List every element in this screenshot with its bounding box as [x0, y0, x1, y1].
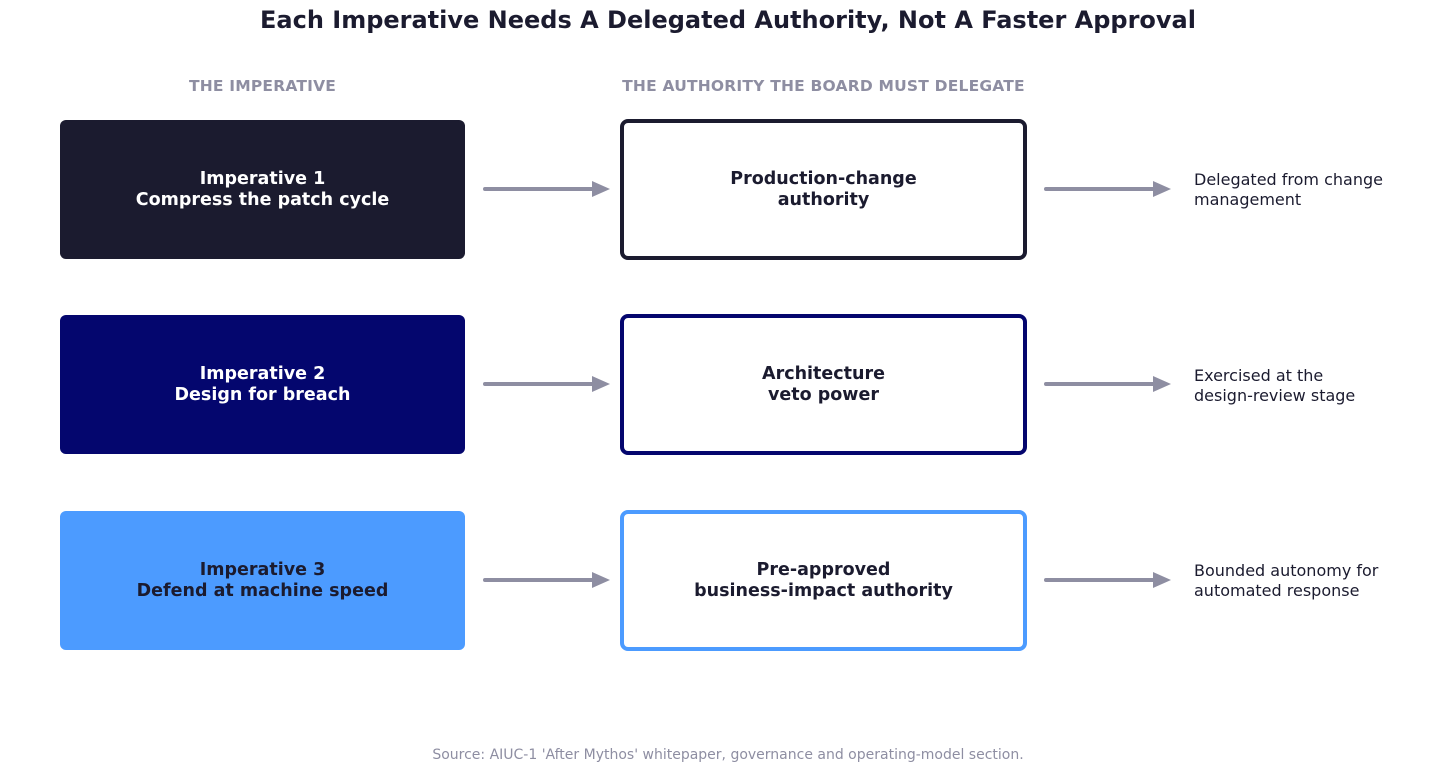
- note-text: management: [1194, 189, 1302, 209]
- imperative-number: Imperative 3: [199, 559, 326, 580]
- authority-text: veto power: [768, 384, 879, 405]
- note-text: Exercised at the: [1194, 366, 1324, 385]
- authority-text: Production-change: [730, 168, 917, 189]
- diagram-title: Each Imperative Needs A Delegated Author…: [260, 6, 1196, 34]
- authority-box-2: Architecture veto power: [620, 314, 1027, 455]
- imperative-text: Defend at machine speed: [136, 580, 389, 601]
- authority-box-3: Pre-approved business-impact authority: [620, 510, 1027, 651]
- imperative-text: Compress the patch cycle: [135, 189, 390, 210]
- authority-text: business-impact authority: [694, 580, 953, 601]
- note-text: Delegated from change: [1194, 170, 1383, 189]
- imperative-box-3: Imperative 3 Defend at machine speed: [60, 511, 465, 650]
- arrow-right-icon: [1044, 181, 1171, 197]
- authority-text: Pre-approved: [756, 559, 891, 580]
- delegation-note-1: Delegated from change management: [1194, 170, 1444, 209]
- imperative-box-1: Imperative 1 Compress the patch cycle: [60, 120, 465, 259]
- authority-text: authority: [777, 189, 870, 210]
- arrow-right-icon: [483, 376, 610, 392]
- column-header-imperative: THE IMPERATIVE: [188, 77, 337, 95]
- source-caption: Source: AIUC-1 'After Mythos' whitepaper…: [432, 747, 1024, 763]
- imperative-text: Design for breach: [174, 384, 351, 405]
- imperative-box-2: Imperative 2 Design for breach: [60, 315, 465, 454]
- arrow-right-icon: [1044, 376, 1171, 392]
- authority-box-1: Production-change authority: [620, 119, 1027, 260]
- imperative-number: Imperative 1: [199, 168, 326, 189]
- arrow-right-icon: [1044, 572, 1171, 588]
- delegation-note-3: Bounded autonomy for automated response: [1194, 561, 1444, 600]
- note-text: design-review stage: [1194, 385, 1356, 405]
- arrow-right-icon: [483, 181, 610, 197]
- imperative-number: Imperative 2: [199, 363, 326, 384]
- column-header-authority: THE AUTHORITY THE BOARD MUST DELEGATE: [622, 77, 1025, 95]
- delegation-note-2: Exercised at the design-review stage: [1194, 366, 1444, 405]
- authority-text: Architecture: [762, 363, 885, 384]
- note-text: automated response: [1194, 580, 1360, 600]
- arrow-right-icon: [483, 572, 610, 588]
- note-text: Bounded autonomy for: [1194, 561, 1379, 580]
